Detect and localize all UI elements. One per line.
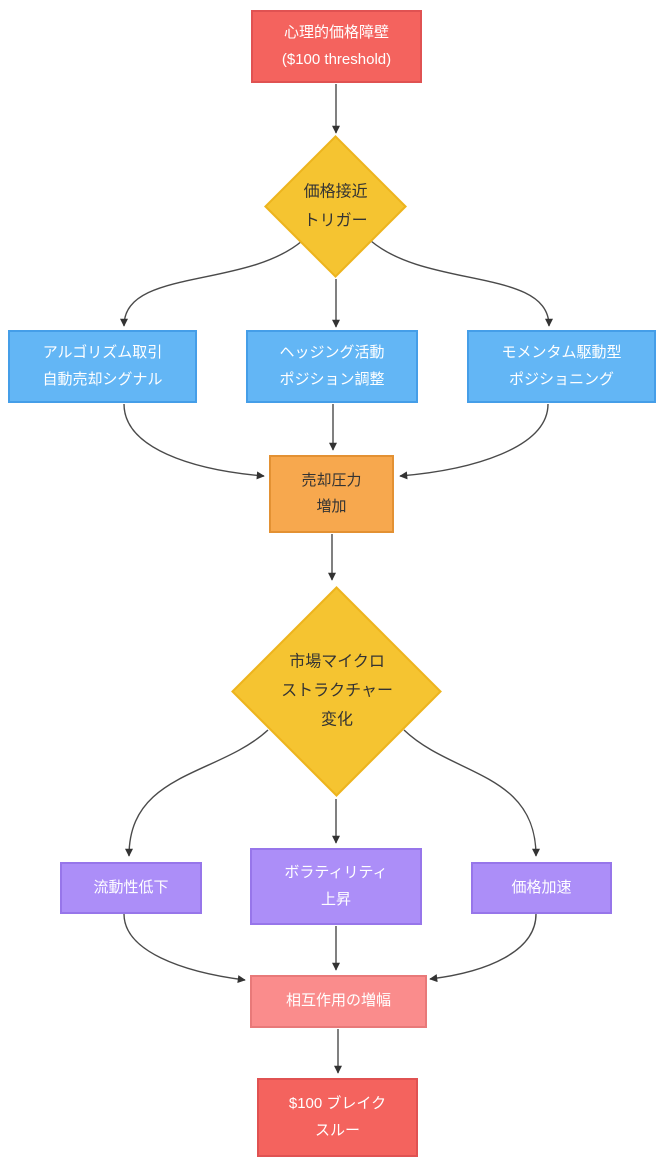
node-label: 価格加速 [511, 878, 572, 896]
node-hedging-activity: ヘッジング活動 ポジション調整 [246, 330, 418, 403]
edge-acceleration-amplif [429, 913, 537, 983]
node-label: 価格接近 トリガー [303, 182, 368, 229]
edge-momentum-sellpressure [399, 403, 549, 480]
edge-micro-acceleration [403, 729, 540, 857]
node-price-acceleration: 価格加速 [471, 862, 612, 914]
edge-micro-liquidity [125, 729, 269, 857]
node-label: ヘッジング活動 ポジション調整 [279, 344, 385, 388]
node-psychological-price-barrier: 心理的価格障壁 ($100 threshold) [251, 10, 422, 83]
node-price-approach-trigger: 価格接近 トリガー [264, 135, 407, 278]
node-label: ボラティリティ 上昇 [284, 864, 388, 908]
node-market-microstructure-change: 市場マイクロ ストラクチャー 変化 [231, 586, 442, 797]
node-label: 市場マイクロ ストラクチャー 変化 [280, 653, 393, 728]
node-liquidity-decline: 流動性低下 [60, 862, 202, 914]
node-interaction-amplification: 相互作用の増幅 [250, 975, 427, 1028]
node-sell-pressure-increase: 売却圧力 増加 [269, 455, 394, 533]
node-label: 流動性低下 [93, 878, 169, 896]
node-label: モメンタム駆動型 ポジショニング [501, 344, 622, 388]
node-volatility-rise: ボラティリティ 上昇 [250, 848, 422, 925]
node-algorithmic-trading: アルゴリズム取引 自動売却シグナル [8, 330, 197, 403]
node-label: $100 ブレイク スルー [288, 1095, 387, 1139]
edge-trigger-momentum [370, 240, 553, 327]
edge-liquidity-amplif [123, 913, 246, 984]
node-label: アルゴリズム取引 自動売却シグナル [42, 344, 163, 388]
node-momentum-positioning: モメンタム駆動型 ポジショニング [467, 330, 656, 403]
node-label: 心理的価格障壁 ($100 threshold) [281, 24, 392, 68]
node-100-dollar-breakthrough: $100 ブレイク スルー [257, 1078, 418, 1157]
edge-trigger-algo [120, 240, 303, 327]
edge-algo-sellpressure [123, 403, 265, 480]
node-label: 相互作用の増幅 [285, 992, 391, 1010]
node-label: 売却圧力 増加 [301, 471, 362, 515]
